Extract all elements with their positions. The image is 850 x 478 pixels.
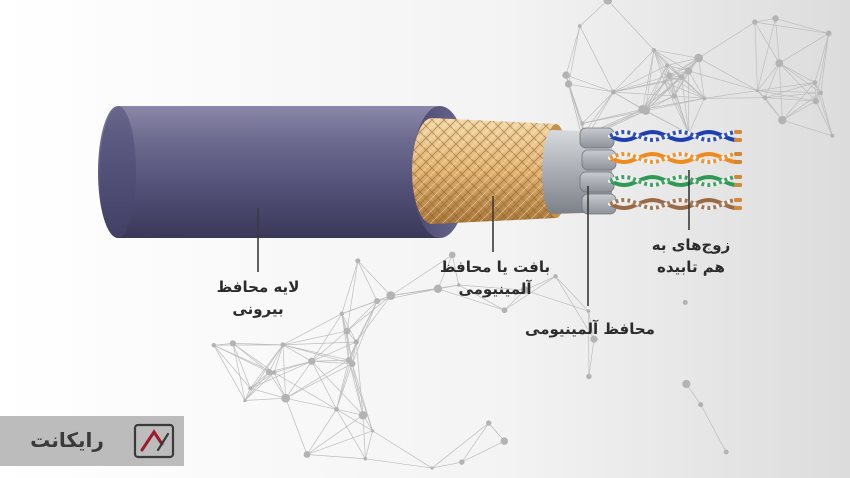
label-outer-jacket: لایه محافظ بیرونی: [190, 276, 326, 320]
label-outer-jacket-line1: لایه محافظ: [216, 278, 300, 296]
foil-shield: [542, 127, 617, 215]
logo-text: رایکانت: [30, 428, 104, 452]
label-braid-shield: بافت یا محافظ آلمینیومی: [420, 256, 570, 300]
twisted-pairs: [608, 129, 742, 211]
label-foil-shield: محافظ آلمینیومی: [508, 318, 672, 340]
logo-mark-icon: [133, 423, 175, 459]
inner-foil-wraps: [579, 127, 617, 215]
label-twisted-pairs: زوج‌های به هم تابیده: [636, 234, 746, 278]
label-twisted-pairs-line2: هم تابیده: [657, 258, 725, 276]
raykant-logo: رایکانت: [0, 416, 184, 466]
leader-lines: [257, 170, 690, 306]
label-twisted-pairs-line1: زوج‌های به: [651, 236, 731, 254]
label-foil-shield-line1: محافظ آلمینیومی: [525, 320, 655, 338]
label-braid-shield-line1: بافت یا محافظ: [439, 258, 551, 276]
label-outer-jacket-line2: بیرونی: [232, 300, 284, 318]
label-braid-shield-line2: آلمینیومی: [458, 280, 532, 298]
